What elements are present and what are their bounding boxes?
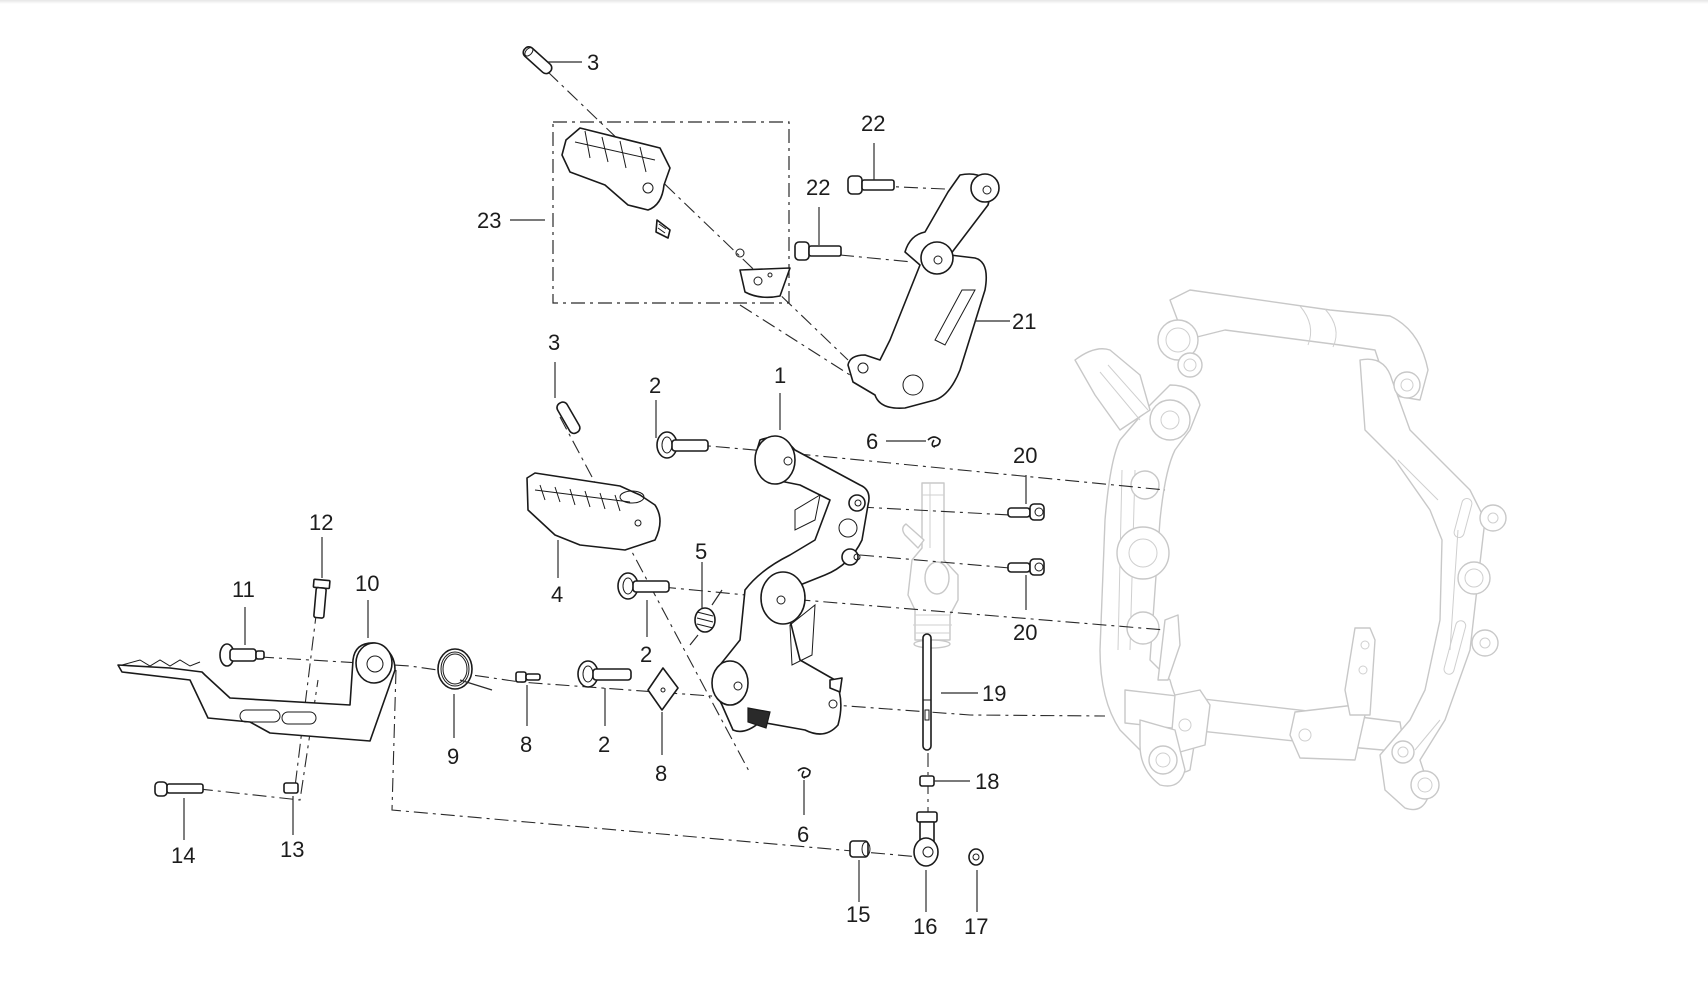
callout-2-upper: 2 [649, 373, 661, 398]
callout-20-lower: 20 [1013, 620, 1037, 645]
part-2-bolt-lower[interactable] [577, 660, 632, 688]
callout-19: 19 [982, 681, 1006, 706]
callout-1: 1 [774, 363, 786, 388]
part-6-clip-lower[interactable] [797, 767, 811, 779]
part-22-bolt-upper[interactable] [847, 175, 895, 195]
callout-8: 8 [655, 761, 667, 786]
callout-3-lower: 3 [548, 330, 560, 355]
part-2-bolt-middle[interactable] [617, 572, 670, 600]
callout-21: 21 [1012, 309, 1036, 334]
callout-20-upper: 20 [1013, 443, 1037, 468]
callout-4: 4 [551, 582, 563, 607]
part-18-jam-nut[interactable] [919, 775, 935, 787]
part-19-push-rod[interactable] [922, 633, 932, 751]
part-8-diamond-plate[interactable] [647, 667, 679, 711]
part-6-clip-upper[interactable] [927, 436, 941, 448]
callout-7: 8 [520, 732, 532, 757]
callout-2-lower: 2 [598, 732, 610, 757]
callout-16: 16 [913, 914, 937, 939]
callout-6-lower: 6 [797, 822, 809, 847]
top-edge-shadow [0, 0, 1708, 4]
callout-15: 15 [846, 902, 870, 927]
part-21-passenger-bracket[interactable] [847, 173, 1000, 410]
callout-18: 18 [975, 769, 999, 794]
callout-22-upper: 22 [861, 111, 885, 136]
callout-13: 13 [280, 837, 304, 862]
ghost-subframe [1074, 289, 1507, 811]
part-20-bolt-lower[interactable] [1007, 558, 1045, 576]
part-4-rider-footpeg[interactable] [526, 472, 661, 551]
callout-17: 17 [964, 914, 988, 939]
callout-10: 10 [355, 571, 379, 596]
part-14-socket-bolt[interactable] [154, 781, 204, 797]
part-13-nut[interactable] [283, 782, 299, 794]
callout-9: 9 [447, 744, 459, 769]
callout-12: 12 [309, 510, 333, 535]
callout-5: 5 [695, 539, 707, 564]
part-3-pin-lower[interactable] [555, 400, 582, 435]
kit-23-boundary-box [552, 121, 790, 304]
part-12-hex-bolt[interactable] [311, 578, 331, 619]
leader-lines [183, 61, 1027, 912]
part-3-pin-upper[interactable] [521, 45, 554, 76]
part-10-brake-pedal[interactable] [117, 642, 396, 742]
callout-labels: 3 23 22 22 21 3 2 1 6 20 20 4 5 2 12 11 … [171, 50, 1037, 939]
callout-11: 11 [232, 577, 255, 602]
part-7-small-bolt[interactable] [515, 671, 541, 683]
part-15-spacer[interactable] [849, 840, 871, 858]
callout-23: 23 [477, 208, 501, 233]
assembly-axes [171, 71, 1166, 865]
callout-3-upper: 3 [587, 50, 599, 75]
part-11-pedal-pivot-bolt[interactable] [219, 643, 265, 667]
part-9-pedal-spring[interactable] [437, 648, 493, 691]
part-23-passenger-footpeg[interactable] [561, 127, 791, 299]
callout-6-upper: 6 [866, 429, 878, 454]
callout-22-lower: 22 [806, 175, 830, 200]
part-16-clevis[interactable] [913, 811, 939, 867]
part-2-bolt-upper[interactable] [656, 431, 709, 459]
part-1-main-bracket[interactable] [711, 435, 870, 735]
callout-2-middle: 2 [640, 642, 652, 667]
part-5-footpeg-spring[interactable] [689, 589, 723, 646]
part-17-lock-nut[interactable] [968, 848, 984, 866]
ghost-master-cylinder [902, 482, 959, 649]
part-22-bolt-lower[interactable] [794, 241, 842, 261]
part-20-bolt-upper[interactable] [1007, 503, 1045, 521]
callout-14: 14 [171, 843, 195, 868]
